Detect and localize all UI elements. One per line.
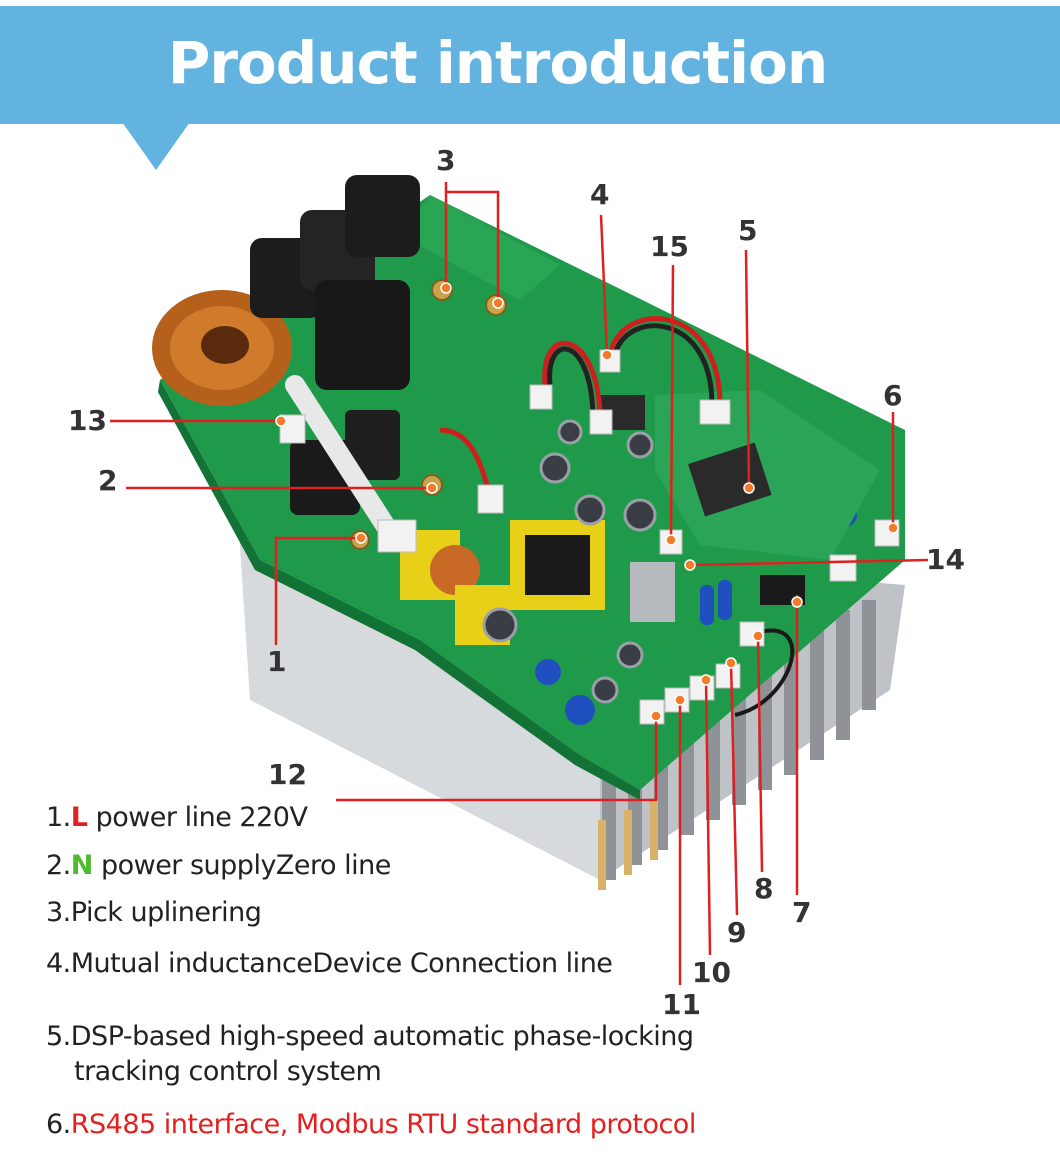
callout-6: 6 (883, 379, 903, 412)
callout-3: 3 (436, 144, 456, 177)
callout-14: 14 (926, 543, 965, 576)
feature-number: 3. (46, 897, 71, 928)
title-banner (0, 6, 1060, 124)
callout-11: 11 (662, 988, 701, 1021)
feature-5-continued: tracking control system (74, 1056, 382, 1087)
callout-2: 2 (98, 464, 118, 497)
feature-number: 6. (46, 1109, 71, 1140)
feature-6: 6.RS485 interface, Modbus RTU standard p… (46, 1108, 696, 1142)
feature-5: 5.DSP-based high-speed automatic phase-l… (46, 1020, 694, 1054)
callout-13: 13 (68, 404, 107, 437)
callout-9: 9 (727, 916, 747, 949)
banner-pointer (122, 122, 190, 170)
feature-text-red: RS485 interface, Modbus RTU standard pro… (70, 1109, 697, 1140)
feature-2: 2.N power supplyZero line (46, 849, 391, 883)
callout-7: 7 (792, 896, 812, 929)
feature-3: 3.Pick uplinering (46, 896, 262, 930)
feature-text: Pick uplinering (70, 897, 262, 928)
feature-1: 1.L power line 220V (46, 801, 308, 835)
feature-highlight-l: L (70, 802, 88, 833)
callout-10: 10 (692, 956, 731, 989)
callout-1: 1 (267, 645, 287, 678)
page-title: Product introduction (167, 29, 828, 97)
feature-number: 1. (46, 802, 71, 833)
feature-number: 4. (46, 948, 71, 979)
feature-text: Mutual inductanceDevice Connection line (70, 948, 613, 979)
feature-4: 4.Mutual inductanceDevice Connection lin… (46, 947, 613, 981)
callout-15: 15 (650, 230, 689, 263)
callout-12: 12 (268, 758, 307, 791)
feature-text: power line 220V (87, 802, 308, 833)
callout-8: 8 (754, 872, 774, 905)
feature-text: DSP-based high-speed automatic phase-loc… (70, 1021, 694, 1052)
feature-text: power supplyZero line (92, 850, 391, 881)
feature-number: 2. (46, 850, 71, 881)
callout-4: 4 (590, 178, 610, 211)
feature-highlight-n: N (70, 850, 94, 881)
feature-number: 5. (46, 1021, 71, 1052)
callout-5: 5 (738, 214, 758, 247)
